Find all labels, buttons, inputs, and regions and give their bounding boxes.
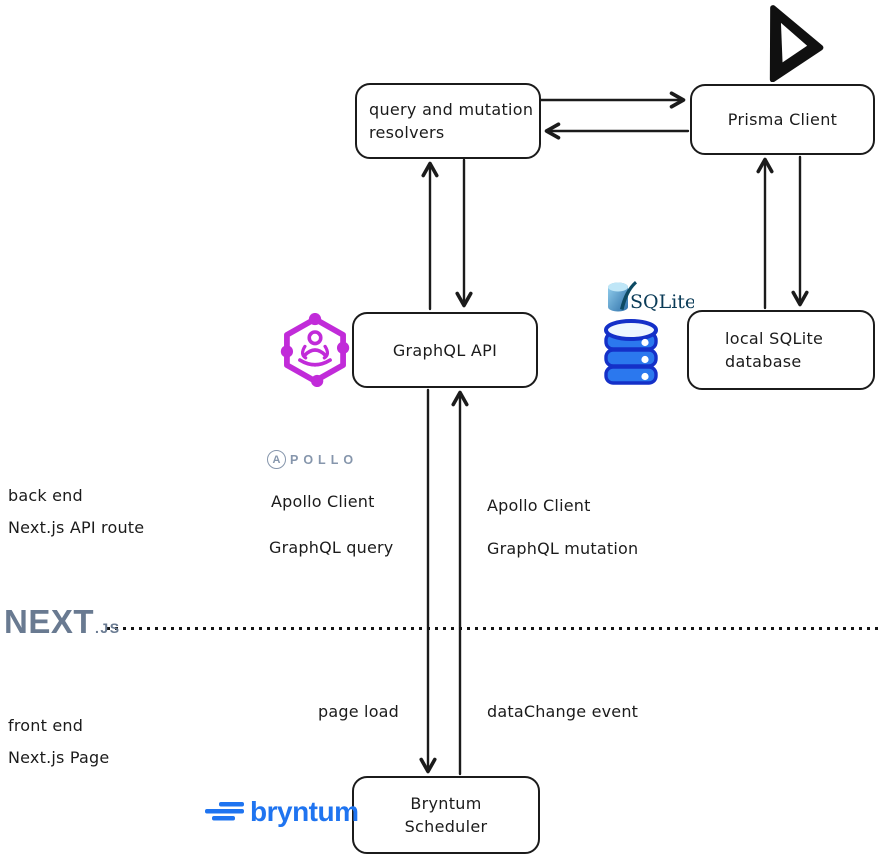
box-graphql-api: GraphQL API bbox=[352, 312, 538, 388]
nextjs-wordmark: NEXT bbox=[4, 603, 95, 640]
box-label-bryntum-scheduler: Bryntum Scheduler bbox=[404, 794, 488, 836]
frontend-backend-divider bbox=[107, 627, 878, 630]
apollo-wordmark: POLLO bbox=[290, 452, 359, 467]
label-apollo-client-mutation: Apollo Client bbox=[487, 496, 591, 515]
label-front-end: front end bbox=[8, 716, 84, 735]
bryntum-wordmark: bryntum bbox=[250, 796, 359, 827]
box-label-prisma-client: Prisma Client bbox=[727, 110, 838, 129]
box-label-local-sqlite-database: local SQLite database bbox=[725, 329, 824, 371]
box-prisma-client: Prisma Client bbox=[690, 84, 875, 155]
bryntum-logo: bryntum bbox=[205, 796, 359, 828]
apollo-logo: A POLLO bbox=[267, 450, 358, 469]
label-nextjs-page: Next.js Page bbox=[8, 748, 110, 767]
box-label-graphql-api: GraphQL API bbox=[392, 340, 498, 360]
label-graphql-mutation: GraphQL mutation bbox=[487, 539, 639, 558]
label-datachange-event: dataChange event bbox=[487, 702, 639, 721]
bryntum-bars-icon bbox=[205, 802, 244, 821]
sqlite-logo-icon: SQLite bbox=[608, 281, 694, 313]
label-apollo-client-query: Apollo Client bbox=[271, 492, 375, 511]
nextjs-logo: NEXT .JS bbox=[4, 603, 121, 641]
box-bryntum-scheduler: Bryntum Scheduler bbox=[352, 776, 540, 854]
box-local-sqlite-database: local SQLite database bbox=[687, 310, 875, 390]
label-graphql-query: GraphQL query bbox=[269, 538, 394, 557]
label-page-load: page load bbox=[318, 702, 400, 721]
apollo-circled-a: A bbox=[267, 450, 286, 469]
label-back-end: back end bbox=[8, 486, 83, 505]
database-cylinder-icon bbox=[604, 319, 658, 385]
prisma-triangle-icon bbox=[769, 5, 824, 82]
box-query-mutation-resolvers: query and mutation resolvers bbox=[355, 83, 541, 159]
nextjs-suffix: .JS bbox=[95, 620, 121, 636]
label-nextjs-api-route: Next.js API route bbox=[8, 518, 145, 537]
graphql-yoga-hexagon-icon bbox=[280, 313, 350, 387]
box-label-resolvers: query and mutation resolvers bbox=[369, 100, 534, 142]
sqlite-wordmark: SQLite bbox=[630, 291, 694, 313]
